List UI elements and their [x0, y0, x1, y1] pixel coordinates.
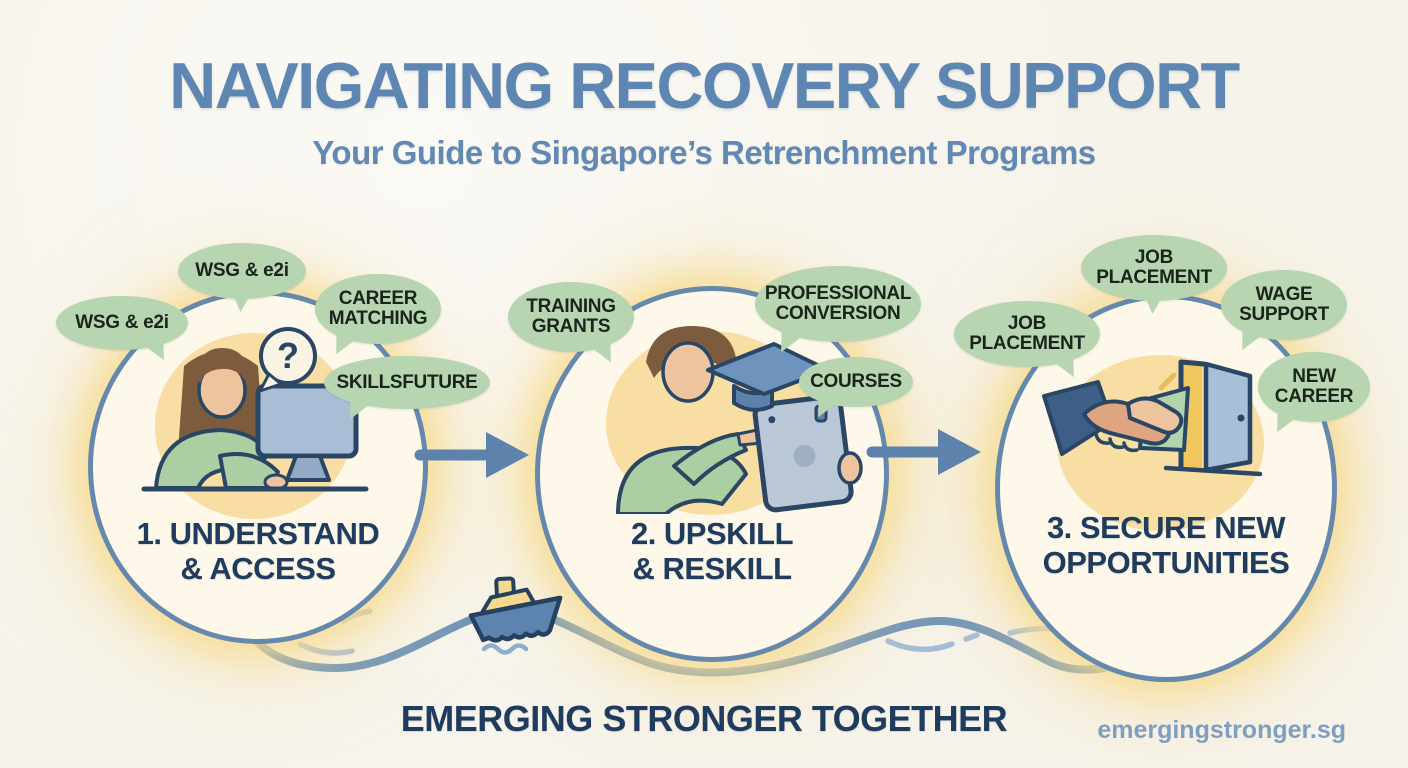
step-3-label: 3. SECURE NEW OPPORTUNITIES [1000, 510, 1332, 580]
step-1-label-line2: & ACCESS [180, 550, 336, 586]
page-title: NAVIGATING RECOVERY SUPPORT [169, 49, 1240, 122]
speech-bubble: CAREER MATCHING [315, 274, 441, 344]
speech-bubble: NEW CAREER [1258, 352, 1370, 422]
question-mark: ? [277, 335, 299, 376]
speech-bubble: JOB PLACEMENT [954, 301, 1100, 367]
speech-bubble: TRAINING GRANTS [508, 282, 634, 352]
speech-bubble: COURSES [799, 357, 913, 407]
speech-bubble: PROFESSIONAL CONVERSION [755, 266, 921, 342]
woman-at-computer-illustration: ? [141, 327, 369, 492]
page-subtitle: Your Guide to Singapore’s Retrenchment P… [312, 134, 1096, 172]
website-url: emergingstronger.sg [1097, 716, 1346, 744]
door-threshold [1163, 465, 1263, 477]
speech-bubble: SKILLSFUTURE [324, 356, 490, 409]
speech-bubble: WSG & e2i [56, 296, 188, 350]
step-2-label: 2. UPSKILL & RESKILL [540, 516, 884, 586]
man-with-tablet-illustration [616, 326, 863, 514]
arrow-right-icon [414, 432, 529, 478]
step-1-label-line1: 1. UNDERSTAND [136, 516, 380, 551]
man-face [661, 341, 715, 403]
woman-body [154, 428, 270, 490]
handshake-icon [1082, 396, 1184, 453]
footer-tagline: EMERGING STRONGER TOGETHER [400, 698, 1008, 739]
step-1-label: 1. UNDERSTAND & ACCESS [93, 516, 423, 586]
step-2-label-line1: 2. UPSKILL [630, 516, 794, 551]
speech-bubble: JOB PLACEMENT [1081, 235, 1227, 301]
step-3-label-line1: 3. SECURE NEW [1046, 510, 1286, 545]
handshake-door-illustration [1042, 359, 1263, 477]
step-2-label-line2: & RESKILL [632, 550, 792, 586]
monitor-stand [285, 454, 331, 482]
question-bubble-icon: ? [258, 327, 317, 393]
door-icon [1203, 361, 1253, 473]
step-3-label-line2: OPPORTUNITIES [1042, 544, 1290, 580]
boat-wake-squiggle [481, 643, 529, 655]
speech-bubble: WSG & e2i [178, 243, 306, 299]
header: NAVIGATING RECOVERY SUPPORT Your Guide t… [0, 49, 1408, 172]
speech-bubble: WAGE SUPPORT [1221, 270, 1347, 340]
tablet-icon [752, 393, 854, 513]
